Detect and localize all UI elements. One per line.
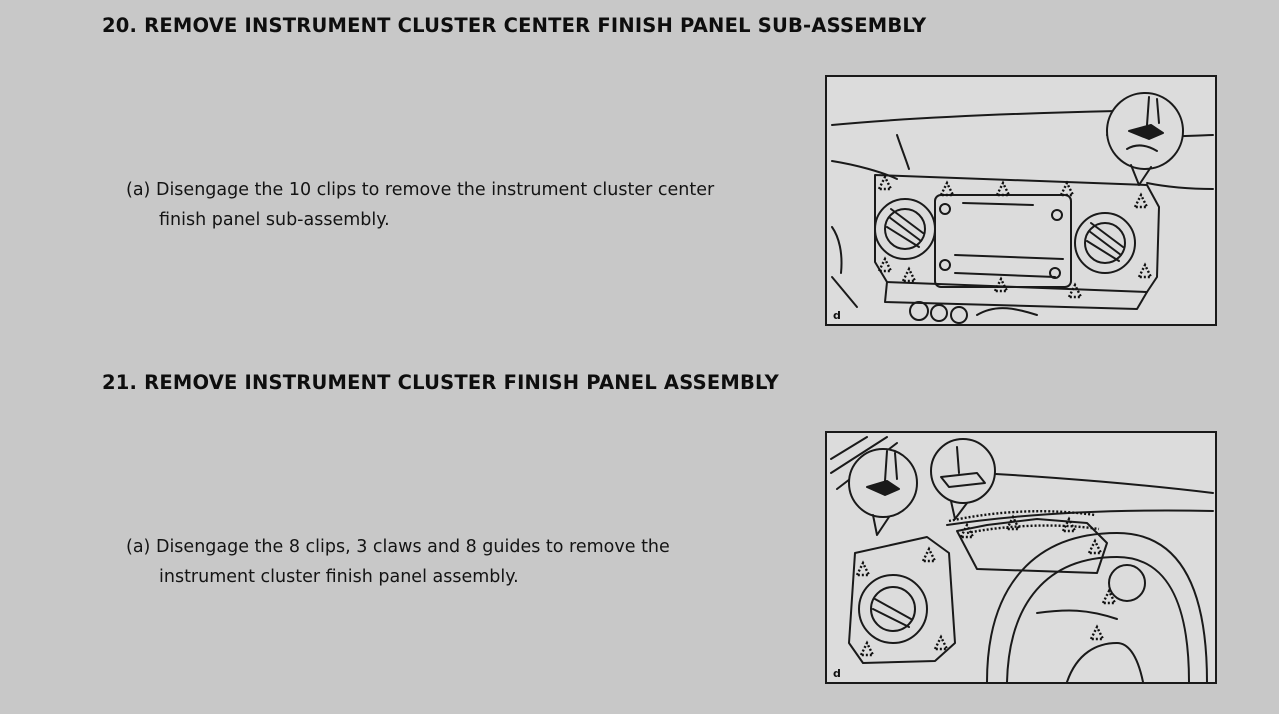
section-21-heading: 21. REMOVE INSTRUMENT CLUSTER FINISH PAN… xyxy=(102,371,779,394)
section-20-heading: 20. REMOVE INSTRUMENT CLUSTER CENTER FIN… xyxy=(102,14,927,37)
figure-center-finish-panel: d xyxy=(825,75,1217,326)
step-text-line1: Disengage the 8 clips, 3 claws and 8 gui… xyxy=(155,537,670,557)
section-21-step-a: (a) Disengage the 8 clips, 3 claws and 8… xyxy=(126,532,816,592)
center-finish-panel-illustration xyxy=(831,92,1214,324)
figure-tag: d xyxy=(833,309,841,322)
section-20-step-a: (a) Disengage the 10 clips to remove the… xyxy=(126,175,816,235)
figure-cluster-finish-panel: d xyxy=(825,431,1217,684)
step-text-line2: instrument cluster finish panel assembly… xyxy=(159,567,519,587)
step-marker: (a) xyxy=(126,180,151,200)
step-text-line1: Disengage the 10 clips to remove the ins… xyxy=(155,180,715,200)
step-text-line2: finish panel sub-assembly. xyxy=(159,210,390,230)
cluster-finish-panel-illustration xyxy=(830,436,1214,682)
figure-tag: d xyxy=(833,667,841,680)
step-marker: (a) xyxy=(126,537,151,557)
